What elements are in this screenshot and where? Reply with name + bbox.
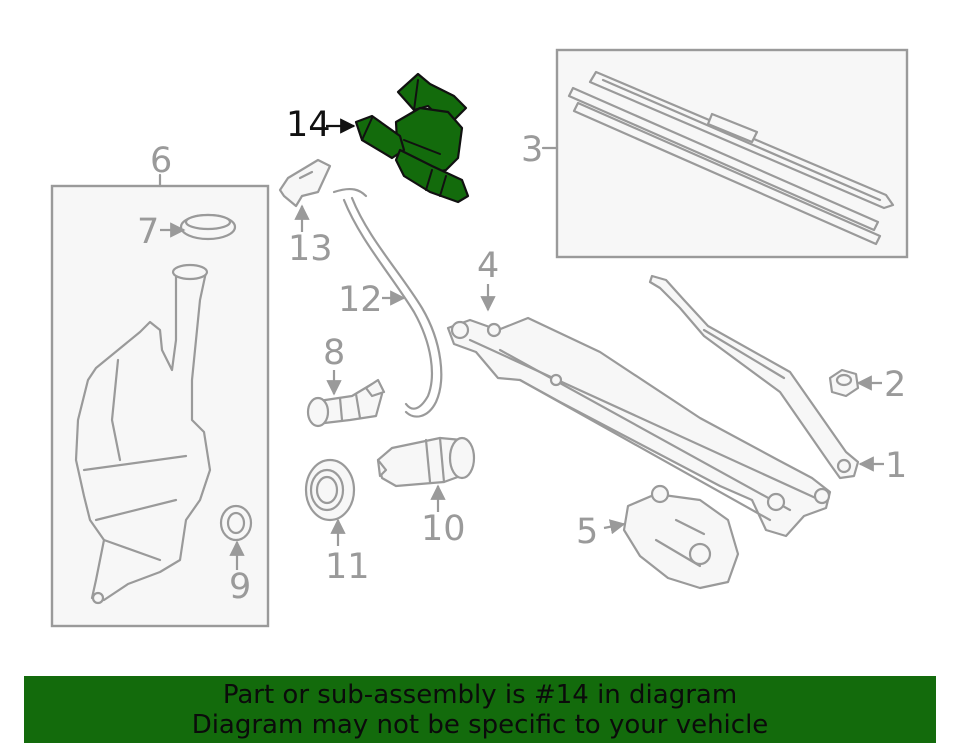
callout-2: 2	[884, 365, 906, 405]
callout-arrows	[160, 118, 884, 570]
part-14-highlight	[354, 72, 470, 204]
callout-13: 13	[288, 229, 333, 269]
callout-3: 3	[521, 130, 543, 170]
callout-7: 7	[137, 212, 159, 252]
tank-grommet-drawing	[219, 504, 253, 542]
part-5-motor	[622, 484, 740, 590]
wiper-blade-box	[541, 48, 909, 259]
wiper-blade-drawing	[567, 70, 895, 246]
callout-4: 4	[477, 246, 499, 286]
tank-cap-drawing	[179, 213, 237, 241]
info-banner: Part or sub-assembly is #14 in diagram D…	[24, 676, 936, 743]
banner-line-1: Part or sub-assembly is #14 in diagram	[222, 679, 738, 710]
part-12-hose	[332, 187, 443, 418]
washer-tank-drawing	[74, 263, 212, 605]
part-8-nozzle	[306, 378, 386, 428]
part-1-wiper-arm	[648, 274, 860, 480]
callout-5: 5	[576, 512, 598, 552]
callout-8: 8	[323, 333, 345, 373]
callout-11: 11	[325, 547, 370, 587]
part-2-nut	[828, 368, 860, 398]
part-11-grommet	[304, 458, 356, 522]
callout-12: 12	[338, 280, 383, 320]
part-10-pump	[376, 436, 476, 488]
part-13-clip	[278, 158, 332, 208]
callout-10: 10	[421, 509, 466, 549]
part-4-linkage	[446, 316, 832, 538]
callout-1: 1	[885, 446, 907, 486]
callout-9: 9	[229, 567, 251, 607]
callout-labels: 1 2 3 4 5 6 7 8 9 10 11 12 13 14	[137, 105, 907, 607]
callout-6: 6	[150, 141, 172, 181]
banner-line-2: Diagram may not be specific to your vehi…	[191, 709, 769, 740]
washer-tank-box	[50, 173, 270, 628]
callout-14: 14	[286, 105, 331, 145]
